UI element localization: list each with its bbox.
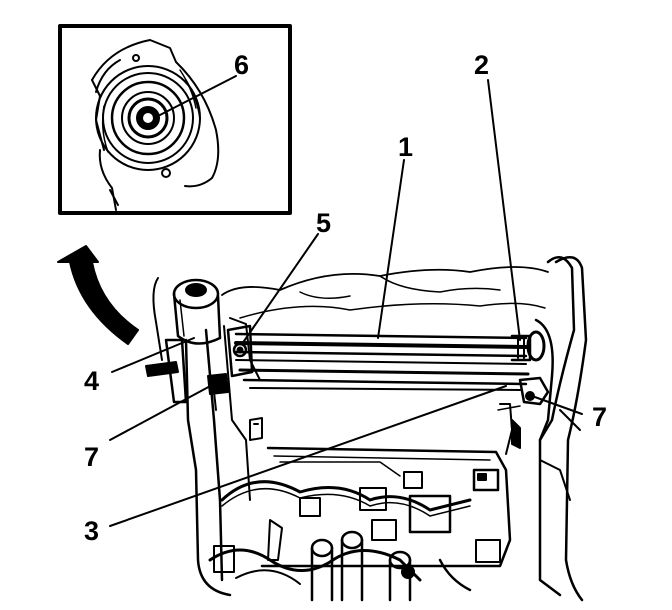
motor [145, 277, 222, 404]
leader-2 [487, 79, 521, 341]
wiring-harness [208, 468, 501, 585]
callout-6: 6 [234, 50, 250, 80]
shaft-end [510, 330, 546, 362]
leader-5 [241, 233, 319, 345]
leader-lines [109, 75, 583, 527]
callout-7-left: 7 [84, 442, 100, 472]
seat-frame-assembly [145, 255, 588, 602]
leader-4 [111, 337, 195, 373]
callout-7-right: 7 [592, 402, 608, 432]
callout-1: 1 [398, 132, 414, 162]
inset-detail [58, 24, 292, 215]
leader-7-left [109, 383, 215, 441]
leader-1 [377, 159, 405, 339]
leader-3 [109, 385, 507, 527]
inset-frame [58, 24, 292, 215]
curved-arrow-up-left-icon [57, 245, 139, 345]
callout-4: 4 [84, 366, 100, 396]
callout-5: 5 [316, 208, 332, 238]
lower-motors [267, 519, 472, 602]
leader-7-right [531, 395, 583, 415]
leader-6 [157, 75, 237, 117]
callout-3: 3 [84, 516, 100, 546]
crossbar-tube [234, 332, 530, 391]
callout-2: 2 [474, 50, 490, 80]
